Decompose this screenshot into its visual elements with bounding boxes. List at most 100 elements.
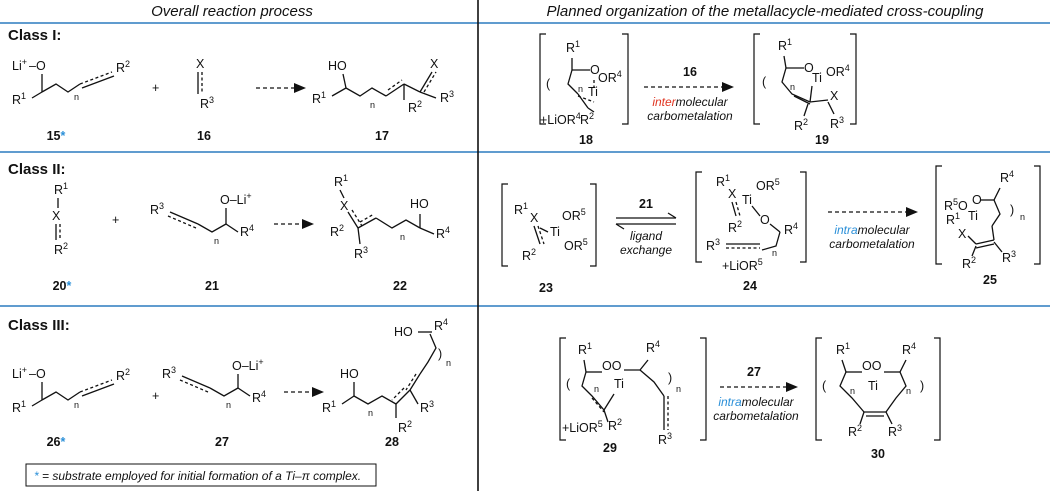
svg-text:R2: R2 xyxy=(116,59,130,75)
header-overall-reaction: Overall reaction process xyxy=(151,3,313,20)
footnote-text: * = substrate employed for initial forma… xyxy=(34,469,361,483)
svg-text:R3: R3 xyxy=(200,95,214,111)
svg-text:O: O xyxy=(590,63,600,77)
svg-text:R4: R4 xyxy=(240,223,254,239)
svg-text:R2: R2 xyxy=(580,111,594,127)
plus-class-iii: + xyxy=(152,389,159,403)
svg-text:R1: R1 xyxy=(312,90,326,106)
svg-text:R1: R1 xyxy=(716,173,730,189)
svg-text:X: X xyxy=(728,187,737,201)
structure-28: HO R4 ) n R3 R2 n HO R1 xyxy=(322,317,451,435)
svg-text:carbometalation: carbometalation xyxy=(647,109,733,123)
svg-text:O–Li+: O–Li+ xyxy=(232,357,264,373)
svg-text:O: O xyxy=(804,61,814,75)
label-15: 15* xyxy=(47,129,66,143)
svg-text:R3: R3 xyxy=(706,237,720,253)
arrow-class-ii-mechanism: intramolecular carbometalation xyxy=(828,207,918,251)
svg-text:O: O xyxy=(972,193,982,207)
svg-text:R4: R4 xyxy=(1000,169,1014,185)
arrow-class-iii-mechanism: 27 intramolecular carbometalation xyxy=(713,365,799,423)
svg-text:+LiOR5: +LiOR5 xyxy=(562,419,603,435)
arrow-class-i-overall xyxy=(256,83,306,93)
svg-text:R1: R1 xyxy=(566,39,580,55)
svg-text:R5O: R5O xyxy=(944,197,968,213)
svg-text:R4: R4 xyxy=(902,341,916,357)
intra-colored-text-class-ii: intra xyxy=(834,223,858,237)
svg-text:Li+–O: Li+–O xyxy=(12,365,46,381)
svg-text:n: n xyxy=(226,400,231,410)
svg-text:R1: R1 xyxy=(54,181,68,197)
svg-text:X: X xyxy=(52,209,61,223)
structure-26: Li+–O R1 n R2 xyxy=(12,365,130,415)
plus-class-i: + xyxy=(152,81,159,95)
svg-text:(: ( xyxy=(546,77,551,91)
svg-text:R2: R2 xyxy=(116,367,130,383)
svg-text:X: X xyxy=(196,57,205,71)
structure-25: R4 O R5O R1 Ti X ) n R2 R3 xyxy=(935,165,1041,271)
svg-text:HO: HO xyxy=(394,325,413,339)
svg-text:OR5: OR5 xyxy=(756,177,780,193)
svg-text:ligand: ligand xyxy=(630,229,662,243)
svg-text:R1: R1 xyxy=(334,173,348,189)
svg-text:n: n xyxy=(578,84,583,94)
svg-text:Ti: Ti xyxy=(742,193,752,207)
svg-text:Li+–O: Li+–O xyxy=(12,57,46,73)
arrow-reagent-27: 27 xyxy=(747,365,761,379)
svg-text:R2: R2 xyxy=(962,255,976,271)
header-planned-organization: Planned organization of the metallacycle… xyxy=(547,3,985,20)
svg-text:R1: R1 xyxy=(578,341,592,357)
svg-text:+LiOR4: +LiOR4 xyxy=(540,111,581,127)
label-22: 22 xyxy=(393,279,407,293)
svg-text:X: X xyxy=(530,211,539,225)
svg-text:R1: R1 xyxy=(946,211,960,227)
svg-text:R4: R4 xyxy=(646,339,660,355)
svg-text:+LiOR5: +LiOR5 xyxy=(722,257,763,273)
label-16: 16 xyxy=(197,129,211,143)
svg-text:O: O xyxy=(760,213,770,227)
inter-colored-text: inter xyxy=(652,95,676,109)
svg-text:OO: OO xyxy=(862,359,882,373)
svg-text:n: n xyxy=(594,384,599,394)
svg-text:(: ( xyxy=(822,379,827,393)
svg-text:X: X xyxy=(340,199,349,213)
svg-text:n: n xyxy=(74,400,79,410)
svg-text:R2: R2 xyxy=(848,423,862,439)
svg-text:Ti: Ti xyxy=(550,225,560,239)
structure-24: R1 X Ti OR5 O R2 R4 n R3 +LiOR5 xyxy=(695,171,807,273)
svg-text:intramolecular: intramolecular xyxy=(718,395,794,409)
structure-29: R1 OO Ti ( n R2 +LiOR5 R4 ) n R3 xyxy=(559,337,707,447)
arrow-reagent-16: 16 xyxy=(683,65,697,79)
svg-text:OR4: OR4 xyxy=(826,63,850,79)
svg-text:R1: R1 xyxy=(514,201,528,217)
svg-text:carbometalation: carbometalation xyxy=(829,237,915,251)
svg-text:R2: R2 xyxy=(330,223,344,239)
structure-15: Li+–O R1 n R2 xyxy=(12,57,130,107)
svg-text:R3: R3 xyxy=(162,365,176,381)
svg-text:HO: HO xyxy=(340,367,359,381)
label-30: 30 xyxy=(871,447,885,461)
svg-text:n: n xyxy=(772,248,777,258)
svg-text:X: X xyxy=(830,89,839,103)
arrow-class-ii-equilibrium: 21 ligand exchange xyxy=(615,197,677,257)
footnote-star: * xyxy=(34,469,39,483)
svg-text:R2: R2 xyxy=(408,99,422,115)
label-17: 17 xyxy=(375,129,389,143)
label-18: 18 xyxy=(579,133,593,147)
svg-text:): ) xyxy=(1010,203,1014,217)
label-24: 24 xyxy=(743,279,757,293)
structure-21: R3 n O–Li+ R4 xyxy=(150,191,254,246)
arrow-class-i-mechanism: 16 intermolecular carbometalation xyxy=(644,65,734,123)
svg-text:n: n xyxy=(446,358,451,368)
svg-text:n: n xyxy=(370,100,375,110)
svg-text:OR5: OR5 xyxy=(564,237,588,253)
arrow-class-ii-overall xyxy=(274,219,314,229)
svg-text:(: ( xyxy=(566,377,571,391)
svg-text:R2: R2 xyxy=(608,417,622,433)
svg-text:carbometalation: carbometalation xyxy=(713,409,799,423)
label-20: 20* xyxy=(53,279,72,293)
svg-text:R3: R3 xyxy=(830,115,844,131)
svg-text:R3: R3 xyxy=(658,431,672,447)
label-25: 25 xyxy=(983,273,997,287)
svg-text:R4: R4 xyxy=(252,389,266,405)
